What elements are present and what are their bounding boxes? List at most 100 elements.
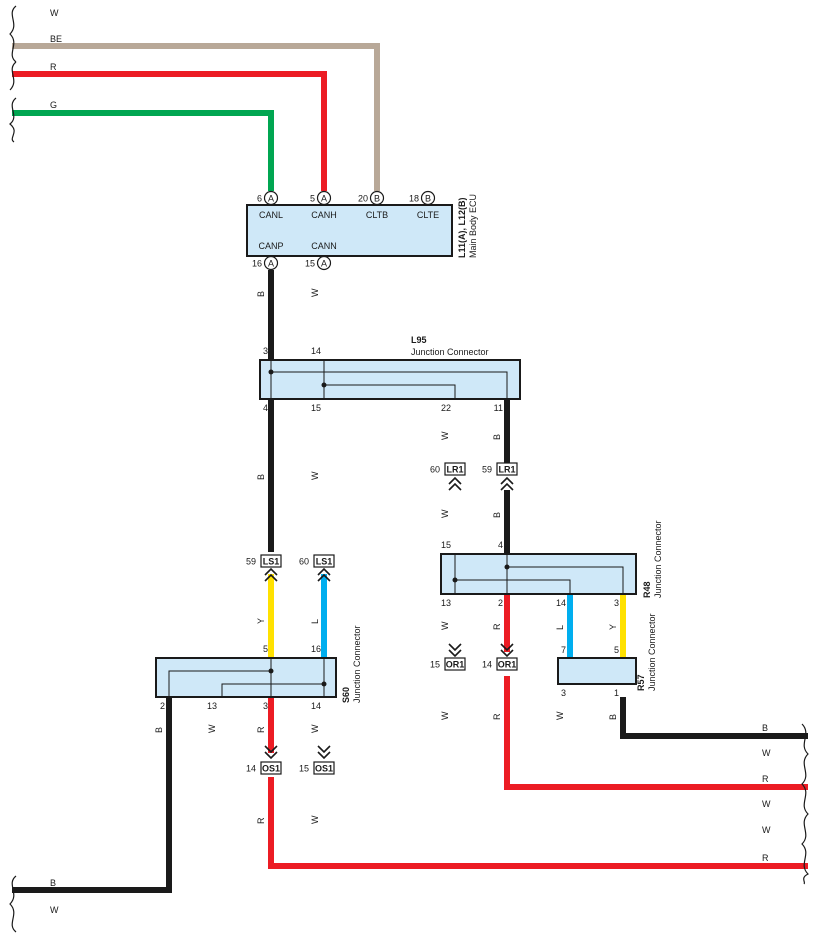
wire-be-cltb [12, 43, 380, 191]
pin-number: 11 [494, 403, 503, 413]
pin-number: 14 [246, 764, 256, 774]
segment-label: L [310, 619, 320, 624]
pin-number: 16 [252, 259, 262, 269]
right-wire-label: W [762, 799, 771, 809]
svg-text:A: A [268, 259, 274, 269]
ecu-subtitle: Main Body ECU [468, 194, 478, 258]
l95-subtitle: Junction Connector [411, 347, 489, 357]
junction-r48: R48 Junction Connector 15 4 13 2 14 3 [440, 520, 663, 608]
segment-label: W [310, 815, 320, 824]
segment-label: W [555, 711, 565, 720]
wire-r-os1-out [268, 777, 808, 869]
segment-label: B [256, 474, 266, 480]
wire-b-r57-out [620, 697, 808, 739]
signal-name: CLTE [417, 210, 439, 220]
svg-text:B: B [374, 194, 380, 204]
s60-box [155, 657, 337, 698]
lr1-tag-box [444, 462, 466, 476]
segment-label: W [310, 288, 320, 297]
r57-name: R57 [636, 674, 646, 691]
segment-label: R [492, 623, 502, 630]
wire-g-canl [12, 110, 274, 191]
pin-number: 14 [311, 346, 321, 356]
left-wire-label: G [50, 100, 57, 110]
left-brace-bottom [9, 875, 17, 933]
ecu-pin: A 16 CANP [252, 241, 284, 271]
pin-number: 15 [311, 403, 321, 413]
l95-name: L95 [411, 335, 427, 345]
segment-label: B [492, 434, 502, 440]
main-body-ecu: A 6 CANL A 5 CANH B 20 CLTB B 18 CLTE A … [246, 190, 478, 271]
left-wire-label: W [50, 8, 59, 18]
connector-tag: OS1 [315, 764, 333, 774]
os1-tag-box [313, 761, 335, 775]
segment-label: W [440, 431, 450, 440]
connector-tag: LS1 [316, 557, 333, 567]
left-wire-label: BE [50, 34, 62, 44]
pin-number: 13 [207, 701, 217, 711]
wire-w-os1-out [323, 777, 808, 839]
signal-name: CLTB [366, 210, 388, 220]
segment-label: R [256, 817, 266, 824]
signal-name: CANP [258, 241, 283, 251]
pin-number: 4 [263, 403, 268, 413]
ecu-pin: A 15 CANN [305, 241, 337, 271]
pin-number: 22 [441, 403, 451, 413]
r48-name: R48 [642, 581, 652, 598]
s60-subtitle: Junction Connector [352, 625, 362, 703]
pin-number: 5 [310, 194, 315, 204]
wire-w-or1-out [454, 676, 808, 813]
segment-label: R [492, 713, 502, 720]
ecu-box [246, 204, 453, 257]
pin-number: 5 [614, 645, 619, 655]
pin-number: 14 [311, 701, 321, 711]
left-brace-top [9, 5, 17, 143]
segment-label: Y [256, 618, 266, 624]
right-wire-label: R [762, 853, 769, 863]
bottom-left-wire-labels: B W [50, 878, 59, 915]
pin-number: 20 [358, 194, 368, 204]
segment-label: W [440, 621, 450, 630]
connector-tag: OR1 [446, 660, 465, 670]
segment-label: W [440, 711, 450, 720]
segment-label: B [256, 291, 266, 297]
pin-number: 14 [556, 598, 566, 608]
pin-number: 15 [441, 540, 451, 550]
right-wire-label: W [762, 748, 771, 758]
signal-name: CANL [259, 210, 283, 220]
connector-tag: LR1 [498, 465, 515, 475]
left-wire-label: R [50, 62, 57, 72]
segment-label: W [310, 471, 320, 480]
junction-s60: S60 Junction Connector 5 16 2 13 3 14 [155, 625, 362, 711]
wire-w-s60-out [12, 697, 223, 918]
segment-label: B [154, 727, 164, 733]
wire-w-clte [12, 19, 429, 191]
segment-label: L [555, 625, 565, 630]
pin-number: 59 [482, 465, 492, 475]
pin-number: 3 [263, 346, 268, 356]
r57-subtitle: Junction Connector [647, 613, 657, 691]
junction-l95: L95 Junction Connector 3 14 4 15 22 11 [259, 335, 521, 413]
pin-number: 15 [305, 259, 315, 269]
signal-name: CANH [311, 210, 337, 220]
r57-box [557, 657, 637, 685]
inline-connector-or1: OR1 15 OR1 14 [430, 643, 518, 671]
pin-number: 60 [430, 465, 440, 475]
connector-tag: LS1 [263, 557, 280, 567]
segment-label: Y [608, 624, 618, 630]
wires [12, 19, 808, 918]
right-wire-label: R [762, 774, 769, 784]
pin-number: 14 [482, 660, 492, 670]
segment-label: B [492, 512, 502, 518]
segment-label: W [207, 724, 217, 733]
connector-tag: OS1 [262, 764, 280, 774]
left-wire-label: B [50, 878, 56, 888]
ecu-pin: A 5 CANH [310, 190, 337, 220]
svg-text:A: A [321, 259, 327, 269]
segment-labels: B W B W W B W B Y L W R L Y W R W B B W … [154, 288, 618, 824]
left-wire-label: W [50, 905, 59, 915]
pin-number: 60 [299, 557, 309, 567]
segment-label: B [608, 714, 618, 720]
ecu-pin: B 18 CLTE [409, 190, 439, 220]
